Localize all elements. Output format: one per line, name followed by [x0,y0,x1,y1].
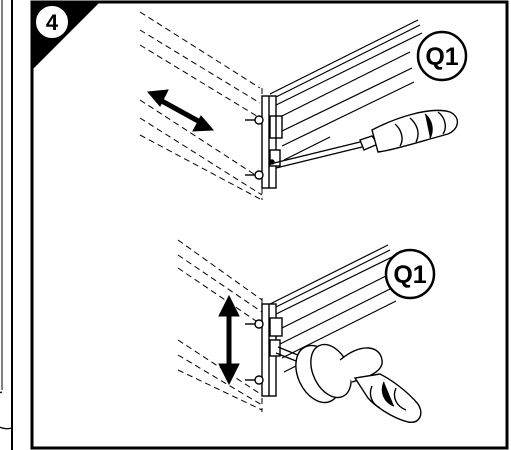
step-number: 4 [46,10,59,35]
dashed-drawer-front-outline [139,11,263,201]
panel-bottom-drawer-front: Q1 [177,239,436,423]
part-label-text: Q1 [425,43,458,71]
front-fixing-bracket [245,95,283,189]
part-label-q1-top: Q1 [416,30,468,82]
step-corner-badge: 4 [32,2,100,70]
screwdriver-icon [269,109,458,169]
previous-panel-edge [0,0,13,450]
drawer-side-rail [267,244,397,373]
part-label-text: Q1 [393,261,426,289]
step-panel-frame [30,0,509,450]
vertical-adjust-arrow-icon [218,294,240,386]
screwdriver-with-knob-icon [275,343,422,423]
horizontal-adjust-arrow-icon [146,89,215,132]
panel-top-drawer-front: Q1 [139,11,468,201]
dashed-drawer-front-outline [177,239,263,412]
drawer-side-rail [269,19,423,161]
front-fixing-bracket [245,303,283,397]
part-label-q1-bottom: Q1 [384,248,436,300]
